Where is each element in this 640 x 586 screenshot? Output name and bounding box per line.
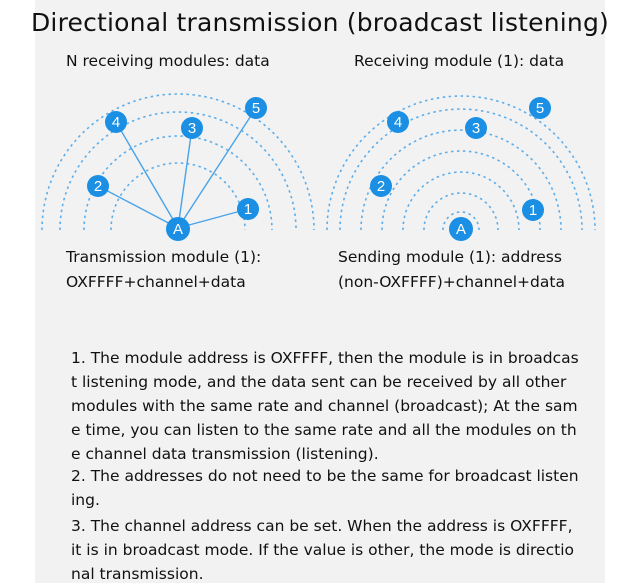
svg-text:3: 3 [188,120,196,137]
link-a-5 [177,107,257,229]
right-node-1: 1 [522,199,544,221]
svg-text:A: A [173,221,183,238]
note-paragraph-1: 1. The module address is OXFFFF, then th… [71,349,579,463]
link-a-2 [97,185,179,229]
transmission-diagram: 4 3 5 2 1 A 4 3 5 2 1 A [41,93,596,241]
svg-text:2: 2 [94,178,102,195]
left-node-4: 4 [105,111,127,133]
right-caption-line2: (non-OXFFFF)+channel+data [338,273,565,291]
note-paragraph-3: 3. The channel address can be set. When … [71,517,574,583]
left-node-1: 1 [237,198,259,220]
left-node-a: A [166,217,190,241]
left-caption-line1: Transmission module (1): [66,248,262,266]
right-node-a: A [449,217,473,241]
svg-text:2: 2 [377,178,385,195]
left-nodes: 4 3 5 2 1 A [87,97,267,241]
svg-text:4: 4 [112,114,120,131]
right-wave-arcs [326,95,596,231]
link-a-4 [115,121,179,229]
right-heading: Receiving module (1): data [354,52,565,70]
svg-text:5: 5 [536,100,544,117]
left-node-3: 3 [181,117,203,139]
background-panel [35,0,605,583]
left-caption-line2: OXFFFF+channel+data [66,273,246,291]
svg-text:3: 3 [472,120,480,137]
svg-text:1: 1 [244,201,252,218]
left-wave-arcs [41,93,315,231]
right-node-2: 2 [370,175,392,197]
note-paragraph-2: 2. The addresses do not need to be the s… [71,467,579,509]
left-heading: N receiving modules: data [66,52,270,70]
right-caption-line1: Sending module (1): address [338,248,562,266]
left-node-2: 2 [87,175,109,197]
svg-text:4: 4 [394,114,402,131]
right-node-5: 5 [529,97,551,119]
svg-text:A: A [456,221,466,238]
link-a-1 [177,208,249,229]
right-node-3: 3 [465,117,487,139]
left-links [97,107,257,229]
page-title: Directional transmission (broadcast list… [30,8,610,37]
left-node-5: 5 [245,97,267,119]
right-node-4: 4 [387,111,409,133]
right-nodes: 4 3 5 2 1 A [370,97,551,241]
svg-text:5: 5 [252,100,260,117]
link-a-3 [177,127,193,229]
svg-text:1: 1 [529,202,537,219]
